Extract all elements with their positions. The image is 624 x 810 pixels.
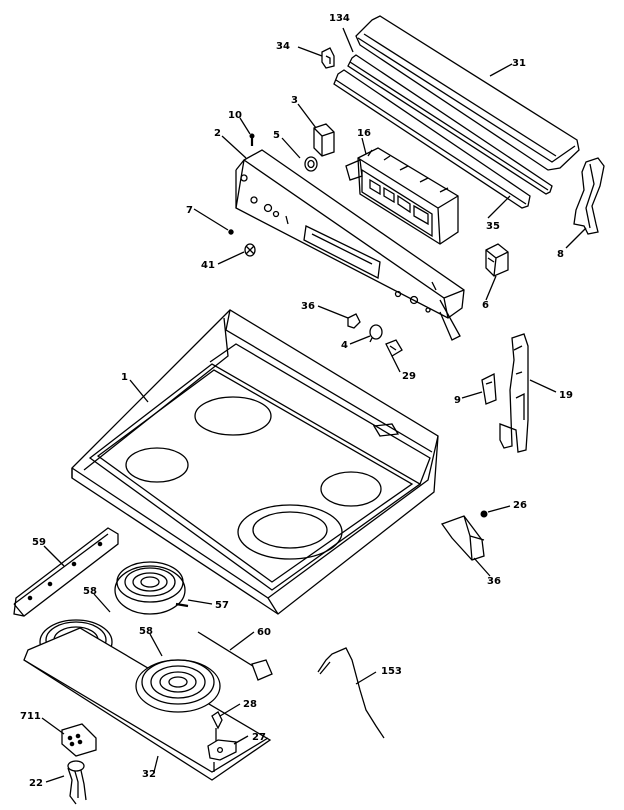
callout-58-center: 58 (139, 626, 153, 637)
part-38-block (440, 515, 485, 561)
callout-27: 27 (252, 732, 266, 743)
part-19-side-bracket (499, 333, 529, 453)
callout-1: 1 (121, 372, 128, 383)
part-134-strip (347, 54, 553, 195)
part-7-screw (228, 229, 234, 235)
leader-lines (41, 27, 587, 783)
part-60-terminal (197, 631, 273, 681)
callout-4: 4 (341, 340, 348, 351)
part-29-bracket (385, 339, 403, 357)
callout-3: 3 (291, 95, 298, 106)
part-31-top-trim (355, 15, 580, 171)
part-59-bracket (13, 527, 119, 617)
callout-60: 60 (257, 627, 271, 638)
callout-59: 59 (32, 537, 46, 548)
callout-5: 5 (273, 130, 280, 141)
part-57-element (114, 561, 189, 615)
part-1-cooktop (71, 309, 439, 615)
part-27-bracket (207, 739, 237, 772)
part-711-terminal-block (61, 723, 97, 757)
callout-36-upper: 36 (301, 301, 315, 312)
part-58-element-center (135, 659, 221, 713)
part-16-control-module (345, 147, 459, 245)
callout-10: 10 (228, 110, 242, 121)
callout-9: 9 (454, 395, 461, 406)
part-10-screw (249, 133, 255, 146)
callout-22: 22 (29, 778, 43, 789)
callout-19: 19 (559, 390, 573, 401)
part-2-control-panel (235, 149, 465, 341)
part-3-relay (313, 123, 335, 157)
callout-8: 8 (557, 249, 564, 260)
callout-57: 57 (215, 600, 229, 611)
part-36-knob-upper (347, 313, 361, 329)
part-34-clip (321, 47, 335, 69)
part-5-insert (304, 156, 318, 172)
callout-36-lower: 36 (487, 576, 501, 587)
callout-26: 26 (513, 500, 527, 511)
callout-7: 7 (186, 205, 193, 216)
callout-711: 711 (20, 711, 41, 722)
callout-29: 29 (402, 371, 416, 382)
part-8-end-cap (573, 157, 605, 235)
part-153-rod (317, 647, 385, 739)
callout-labels: 134 34 31 3 10 5 2 16 7 35 8 41 6 36 4 2… (20, 13, 573, 789)
callout-31: 31 (512, 58, 526, 69)
part-41-knob (244, 243, 256, 257)
part-4-knob (369, 324, 383, 343)
callout-16: 16 (357, 128, 371, 139)
callout-134: 134 (329, 13, 350, 24)
part-35-lower-trim (333, 69, 531, 209)
callout-32: 32 (142, 769, 156, 780)
callout-41: 41 (201, 260, 215, 271)
part-22-harness (67, 760, 87, 805)
callout-6: 6 (482, 300, 489, 311)
part-9-clip (481, 372, 497, 405)
callout-34: 34 (276, 41, 290, 52)
callout-35: 35 (486, 221, 500, 232)
part-26-screw (480, 510, 488, 518)
callout-2: 2 (214, 128, 221, 139)
part-6-switch (485, 243, 509, 277)
callout-28: 28 (243, 699, 257, 710)
callout-153: 153 (381, 666, 402, 677)
callout-58-left: 58 (83, 586, 97, 597)
